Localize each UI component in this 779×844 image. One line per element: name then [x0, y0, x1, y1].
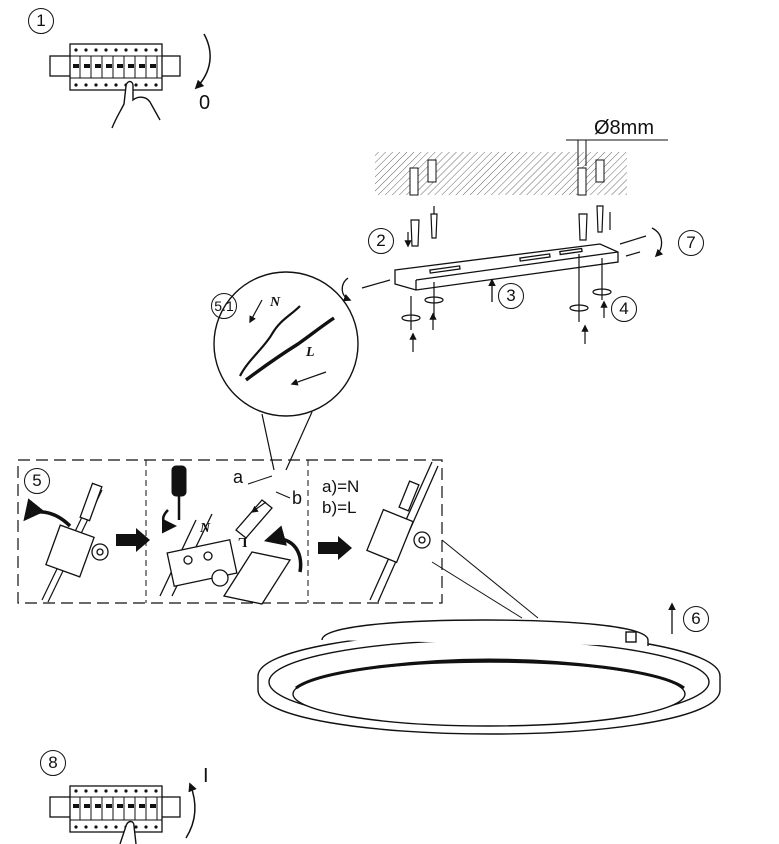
- rotate-arrow-icon: [194, 33, 211, 90]
- drill-hole-icon: [409, 167, 419, 196]
- breaker-panel-bottom: [49, 785, 181, 833]
- rotate-arrow-icon: [23, 498, 72, 528]
- terminal-neutral-mark: N: [200, 521, 211, 536]
- step-5-marker: 5: [24, 468, 50, 494]
- wire-a-label: a: [233, 467, 244, 487]
- switch-on-label: I: [203, 765, 209, 787]
- arrow-right-icon: [116, 528, 150, 552]
- step-4-marker: 4: [611, 296, 637, 322]
- detail-live-mark: L: [306, 345, 315, 360]
- wires-detail: [239, 299, 335, 386]
- screws-and-dowels: [404, 205, 611, 248]
- rotate-arrow-icon: [263, 525, 303, 573]
- dowel-icon: [410, 219, 420, 247]
- wire-legend-b: b)=L: [322, 498, 357, 517]
- wire-legend-a: a)=N: [322, 477, 360, 496]
- screwdriver-icon: [171, 465, 187, 520]
- terminal-block-closed: [41, 482, 109, 603]
- step-6-marker: 6: [683, 606, 709, 632]
- wire-legend: a)=N b)=L: [322, 476, 359, 518]
- terminal-block-open: [159, 499, 292, 605]
- screw-icon: [430, 213, 438, 239]
- terminal-live-mark: L: [238, 534, 248, 549]
- hand-icon: [119, 820, 137, 844]
- ceiling-luminaire: [257, 619, 721, 735]
- step-2-marker: 2: [368, 228, 394, 254]
- hand-icon: [111, 80, 161, 129]
- step-5-1-marker: 5.1: [211, 293, 237, 319]
- detail-neutral-mark: N: [270, 295, 281, 310]
- terminal-block-final: [366, 461, 439, 603]
- ceiling-section: [375, 139, 668, 196]
- wiring-panel-frame: [17, 459, 443, 604]
- breaker-panel-top: [49, 43, 181, 91]
- detail-circle-5-1: [213, 271, 359, 417]
- breaker-dots-top: [74, 48, 158, 87]
- step-7-marker: 7: [678, 230, 704, 256]
- switch-off-label: 0: [199, 92, 211, 114]
- rotate-arrow-icon: [185, 782, 197, 839]
- arrow-right-icon: [318, 536, 352, 560]
- drill-diameter-label: Ø8mm: [594, 117, 654, 139]
- step-1-marker: 1: [28, 8, 54, 34]
- step-3-marker: 3: [498, 283, 524, 309]
- rotate-arrow-icon: [341, 277, 352, 302]
- step-8-marker: 8: [40, 750, 66, 776]
- wire-b-label: b: [292, 488, 303, 508]
- rotate-arrow-icon: [161, 509, 177, 534]
- mounting-bracket: [394, 243, 619, 291]
- rotate-arrow-icon: [651, 227, 664, 258]
